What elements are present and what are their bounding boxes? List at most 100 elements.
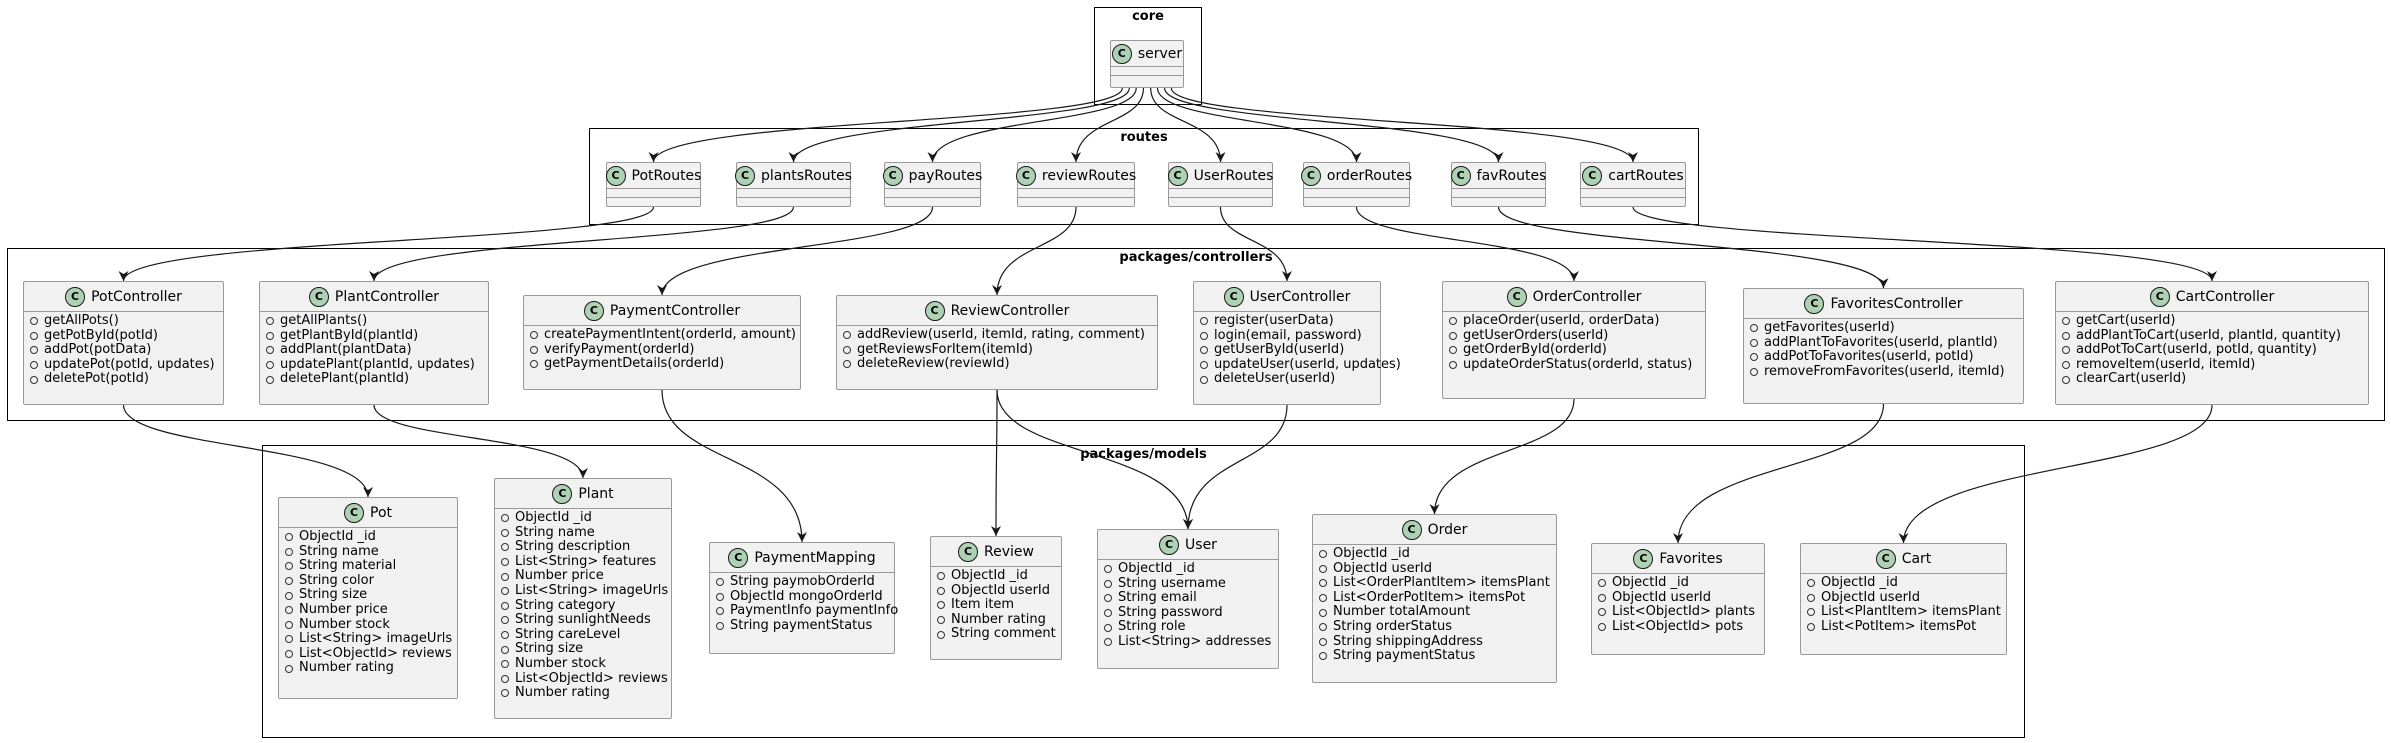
class-name: Pot — [370, 504, 392, 521]
class-member: ObjectId _id — [285, 529, 451, 545]
member-text: verifyPayment(orderId) — [544, 341, 695, 357]
member-text: String color — [299, 572, 374, 588]
class-badge-icon: C — [1111, 43, 1132, 64]
member-text: Number stock — [515, 655, 606, 671]
class-member: ObjectId userId — [937, 582, 1055, 599]
divider — [1169, 188, 1272, 189]
member-text: addPotToFavorites(userId, potId) — [1764, 349, 1974, 365]
class-name: Plant — [578, 485, 614, 502]
edge-order-controller-to-order — [1429, 398, 1575, 515]
member-text: String shippingAddress — [1333, 633, 1483, 649]
class-name: CartController — [2175, 288, 2275, 305]
public-visibility-icon — [501, 587, 509, 596]
public-visibility-icon — [1750, 353, 1758, 362]
divider — [1313, 544, 1556, 545]
member-text: getPotById(potId) — [44, 327, 159, 343]
class-member: clearCart(userId) — [2062, 372, 2362, 387]
class-member: removeItem(userId, itemId) — [2062, 357, 2362, 373]
public-visibility-icon — [285, 606, 293, 615]
member-text: Number price — [515, 568, 604, 584]
edge-cart-routes-to-cart-controller — [1632, 206, 2217, 282]
class-name: UserRoutes — [1193, 167, 1274, 184]
member-text: ObjectId userId — [951, 582, 1050, 598]
class-member: String name — [285, 544, 451, 560]
public-visibility-icon — [1319, 594, 1327, 603]
member-list: createPaymentIntent(orderId, amount)veri… — [524, 326, 800, 375]
public-visibility-icon — [530, 360, 538, 369]
class-name: plantsRoutes — [761, 167, 852, 184]
member-text: String paymobOrderId — [730, 574, 875, 589]
member-text: String password — [1118, 604, 1223, 620]
member-text: addPlantToFavorites(userId, plantId) — [1764, 334, 1998, 350]
member-text: String size — [515, 641, 584, 657]
class-member: updateUser(userId, updates) — [1200, 357, 1401, 373]
class-member: List<OrderPotItem> itemsPot — [1319, 590, 1550, 606]
member-text: Number rating — [951, 611, 1046, 627]
class-member: ObjectId mongoOrderId — [716, 589, 888, 605]
member-text: placeOrder(userId, orderData) — [1463, 313, 1660, 328]
class-member: String shippingAddress — [1319, 633, 1550, 650]
member-text: addReview(userId, itemId, rating, commen… — [857, 327, 1145, 342]
divider — [1581, 188, 1685, 189]
class-name: Review — [984, 543, 1034, 560]
public-visibility-icon — [2062, 331, 2070, 340]
divider — [524, 325, 800, 326]
edge-server-to-pay-routes — [927, 87, 1137, 163]
class-badge-icon: C — [583, 300, 604, 321]
class-badge-icon: C — [1223, 286, 1244, 307]
divider — [1169, 197, 1272, 198]
public-visibility-icon — [1807, 579, 1815, 588]
class-member: String material — [285, 559, 451, 574]
public-visibility-icon — [285, 562, 293, 571]
class-member: String color — [285, 572, 451, 589]
member-text: ObjectId userId — [1821, 589, 1920, 605]
public-visibility-icon — [1598, 593, 1606, 602]
public-visibility-icon — [2062, 346, 2070, 355]
public-visibility-icon — [1807, 593, 1815, 602]
public-visibility-icon — [285, 635, 293, 644]
public-visibility-icon — [1200, 346, 1208, 355]
member-text: getPlantById(plantId) — [280, 327, 419, 343]
member-text: deleteUser(userId) — [1214, 371, 1336, 387]
class-badge-icon: C — [308, 286, 329, 307]
class-member: String size — [501, 642, 665, 657]
class-member: List<String> addresses — [1104, 634, 1272, 650]
edge-review-controller-to-user — [996, 389, 1193, 530]
divider — [24, 311, 223, 312]
class-badge-icon: C — [1633, 548, 1654, 569]
member-text: ObjectId _id — [1118, 561, 1195, 576]
class-member: addPot(potData) — [30, 343, 217, 358]
class-member: deletePot(potId) — [30, 372, 217, 387]
member-text: getUserOrders(userId) — [1463, 327, 1609, 343]
divider — [1018, 188, 1134, 189]
edge-server-to-cart-routes — [1170, 87, 1638, 163]
class-member: String sunlightNeeds — [501, 613, 665, 628]
class-badge-icon: C — [1506, 286, 1527, 307]
member-text: clearCart(userId) — [2076, 371, 2187, 387]
class-member: getAllPots() — [30, 313, 217, 329]
class-member: addPlant(plantData) — [266, 343, 482, 358]
member-text: List<String> imageUrls — [515, 582, 669, 598]
class-member: getUserOrders(userId) — [1449, 327, 1699, 344]
class-member: deleteUser(userId) — [1200, 372, 1374, 387]
public-visibility-icon — [937, 601, 945, 610]
class-member: addPlantToCart(userId, plantId, quantity… — [2062, 328, 2362, 344]
class-badge-icon: C — [1450, 165, 1471, 186]
divider — [607, 197, 700, 198]
